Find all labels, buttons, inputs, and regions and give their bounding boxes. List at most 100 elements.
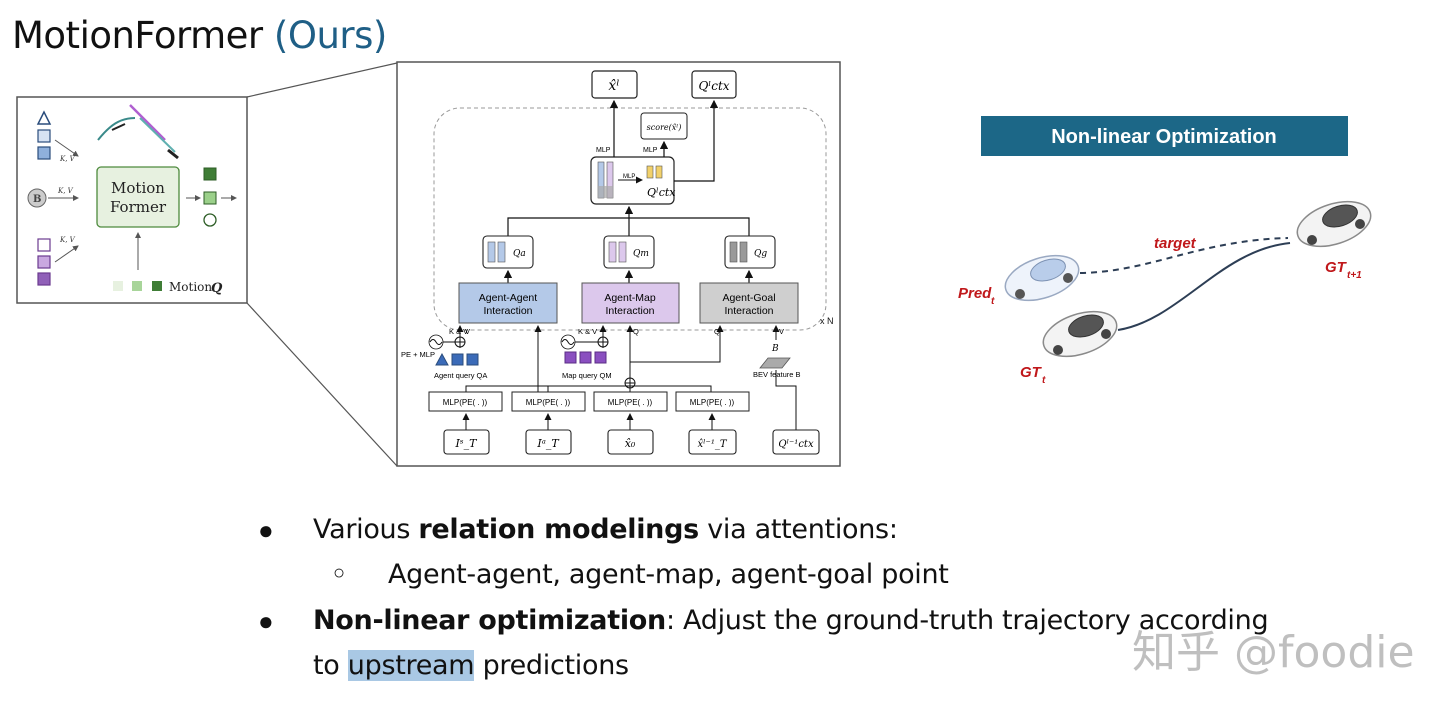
bullet-2-post: : Adjust the ground-truth trajectory acc… bbox=[665, 605, 1269, 636]
motion-q-label: Motion bbox=[169, 280, 212, 294]
query-box-goal bbox=[724, 235, 776, 269]
kv-label-map-module: K & V bbox=[578, 327, 597, 336]
watermark: 知乎 @foodie bbox=[1132, 627, 1415, 678]
v-label-goal-module: V bbox=[779, 327, 784, 336]
query-box-map bbox=[603, 235, 655, 269]
slide-title: MotionFormer (Ours) bbox=[12, 14, 387, 57]
mlp-label-left: MLP bbox=[596, 147, 611, 154]
agent-agent-label-2: Interaction bbox=[483, 305, 532, 317]
bullet-1-pre: Various bbox=[313, 514, 419, 545]
b-node-label: B bbox=[33, 194, 41, 205]
agent-agent-interaction-block bbox=[458, 282, 558, 324]
banner-label: Non-linear Optimization bbox=[1051, 126, 1277, 148]
input-label-5: Qˡ⁻¹ctx bbox=[778, 439, 814, 450]
bullet-2-line2: to upstream predictions bbox=[313, 650, 629, 681]
mlp-pe-box-3 bbox=[593, 391, 668, 412]
bullet-1-sub: Agent-agent, agent-map, agent-goal point bbox=[388, 559, 949, 590]
gt1-sub-label: t+1 bbox=[1347, 270, 1362, 281]
mlp-label-inner: MLP bbox=[623, 174, 635, 180]
input-label-2: Iᵃ_T bbox=[536, 437, 560, 450]
input-box-5 bbox=[772, 429, 820, 455]
map-tokens-icon bbox=[37, 238, 51, 286]
agent-map-label-1: Agent-Map bbox=[604, 292, 656, 304]
gt-car-icon bbox=[1042, 310, 1118, 358]
input-box-3 bbox=[607, 429, 654, 455]
q-label-map-module: Q bbox=[633, 327, 639, 336]
target-label: target bbox=[1154, 235, 1197, 252]
repeat-block-border bbox=[433, 107, 827, 331]
pe-wave-icon-agent bbox=[429, 339, 443, 345]
bullet-2-line2-post: predictions bbox=[474, 650, 630, 681]
bullet-dot-sub: ○ bbox=[333, 562, 346, 584]
input-box-2 bbox=[525, 429, 572, 455]
input-label-1: Iˢ_T bbox=[455, 437, 479, 450]
architecture-diagram: x N x̂ˡ Qˡctx score(x̂ˡ) MLP MLP MLP Qˡc… bbox=[396, 61, 841, 467]
output-x-label: x̂ˡ bbox=[608, 78, 619, 94]
ctx-token-icon-2 bbox=[655, 165, 663, 179]
bullet-1-bold: relation modelings bbox=[418, 514, 699, 545]
gt-sub-label: t bbox=[1042, 375, 1046, 386]
input-label-3: x̂₀ bbox=[625, 437, 636, 450]
output-q-box bbox=[691, 70, 737, 99]
agent-goal-label-1: Agent-Goal bbox=[722, 292, 775, 304]
map-query-tokens-icon bbox=[564, 351, 607, 364]
pred-sub-label: t bbox=[991, 296, 995, 307]
score-box bbox=[640, 112, 688, 140]
title-ours: (Ours) bbox=[273, 14, 387, 57]
motionformer-overview-panel: K, V B K, V K, V Motion Former bbox=[16, 62, 398, 467]
title-main: MotionFormer bbox=[12, 14, 263, 57]
output-tokens-icon bbox=[203, 167, 217, 227]
motion-former-block bbox=[96, 166, 180, 228]
bev-feature-label: BEV feature B bbox=[753, 370, 801, 379]
q-label-goal-module: Q bbox=[714, 327, 720, 336]
agent-query-tokens-icon bbox=[435, 352, 479, 366]
bullet-dot-1: ● bbox=[258, 515, 274, 545]
mlp-pe-box-2 bbox=[511, 391, 586, 412]
agent-goal-interaction-block bbox=[699, 282, 799, 324]
gt-label: GT bbox=[1020, 364, 1043, 381]
agent-agent-label-1: Agent-Agent bbox=[479, 292, 537, 304]
highlighted-word: upstream bbox=[347, 650, 475, 681]
qm-label: Qm bbox=[633, 249, 649, 259]
mlp-pe-label-2: MLP(PE( . )) bbox=[526, 398, 571, 407]
mlp-pe-label-3: MLP(PE( . )) bbox=[608, 398, 653, 407]
agent-tokens-icon bbox=[36, 110, 52, 160]
nonlinear-optimization-panel: Non-linear Optimization target Pred t GT… bbox=[958, 116, 1372, 386]
qa-label: Qa bbox=[513, 249, 526, 259]
bullet-1: Various relation modelings via attention… bbox=[313, 514, 898, 545]
map-query-label: Map query QM bbox=[562, 371, 612, 380]
output-x-box bbox=[591, 70, 638, 99]
fusion-q-label: Qˡctx bbox=[647, 186, 676, 199]
motion-query-tokens-icon bbox=[113, 281, 162, 291]
mlp-pe-box-1 bbox=[428, 391, 503, 412]
banner bbox=[981, 116, 1348, 156]
target-dashed-path bbox=[1079, 237, 1289, 274]
xn-label: x N bbox=[820, 316, 834, 326]
input-box-1 bbox=[443, 429, 490, 455]
bullet-2-line2-pre: to bbox=[313, 650, 348, 681]
query-stack-icon bbox=[597, 161, 614, 199]
pred-car-icon bbox=[1004, 254, 1080, 302]
gt-solid-path bbox=[1117, 242, 1291, 331]
mlp-pe-label-4: MLP(PE( . )) bbox=[690, 398, 735, 407]
gt-next-car-icon bbox=[1296, 200, 1372, 248]
gt1-label: GT bbox=[1325, 259, 1348, 276]
bullet-dot-2: ● bbox=[258, 606, 274, 636]
kv-label-b: K, V bbox=[57, 187, 74, 195]
v-label-agent-module: V bbox=[465, 327, 470, 336]
b-node-icon bbox=[27, 188, 47, 208]
bullet-1-post: via attentions: bbox=[698, 514, 898, 545]
pred-label: Pred bbox=[958, 285, 992, 302]
kv-label-map: K, V bbox=[59, 236, 76, 244]
agent-query-label: Agent query QA bbox=[434, 371, 487, 380]
bev-feature-icon bbox=[759, 357, 791, 369]
agent-map-label-2: Interaction bbox=[605, 305, 654, 317]
agent-map-interaction-block bbox=[581, 282, 680, 324]
agent-goal-label-2: Interaction bbox=[724, 305, 773, 317]
output-q-label: Qˡctx bbox=[698, 79, 729, 93]
input-box-4 bbox=[688, 429, 737, 455]
mlp-pe-label-1: MLP(PE( . )) bbox=[443, 398, 488, 407]
kv-label-agent: K, V bbox=[59, 155, 76, 163]
bullet-2-bold: Non-linear optimization bbox=[313, 605, 666, 636]
